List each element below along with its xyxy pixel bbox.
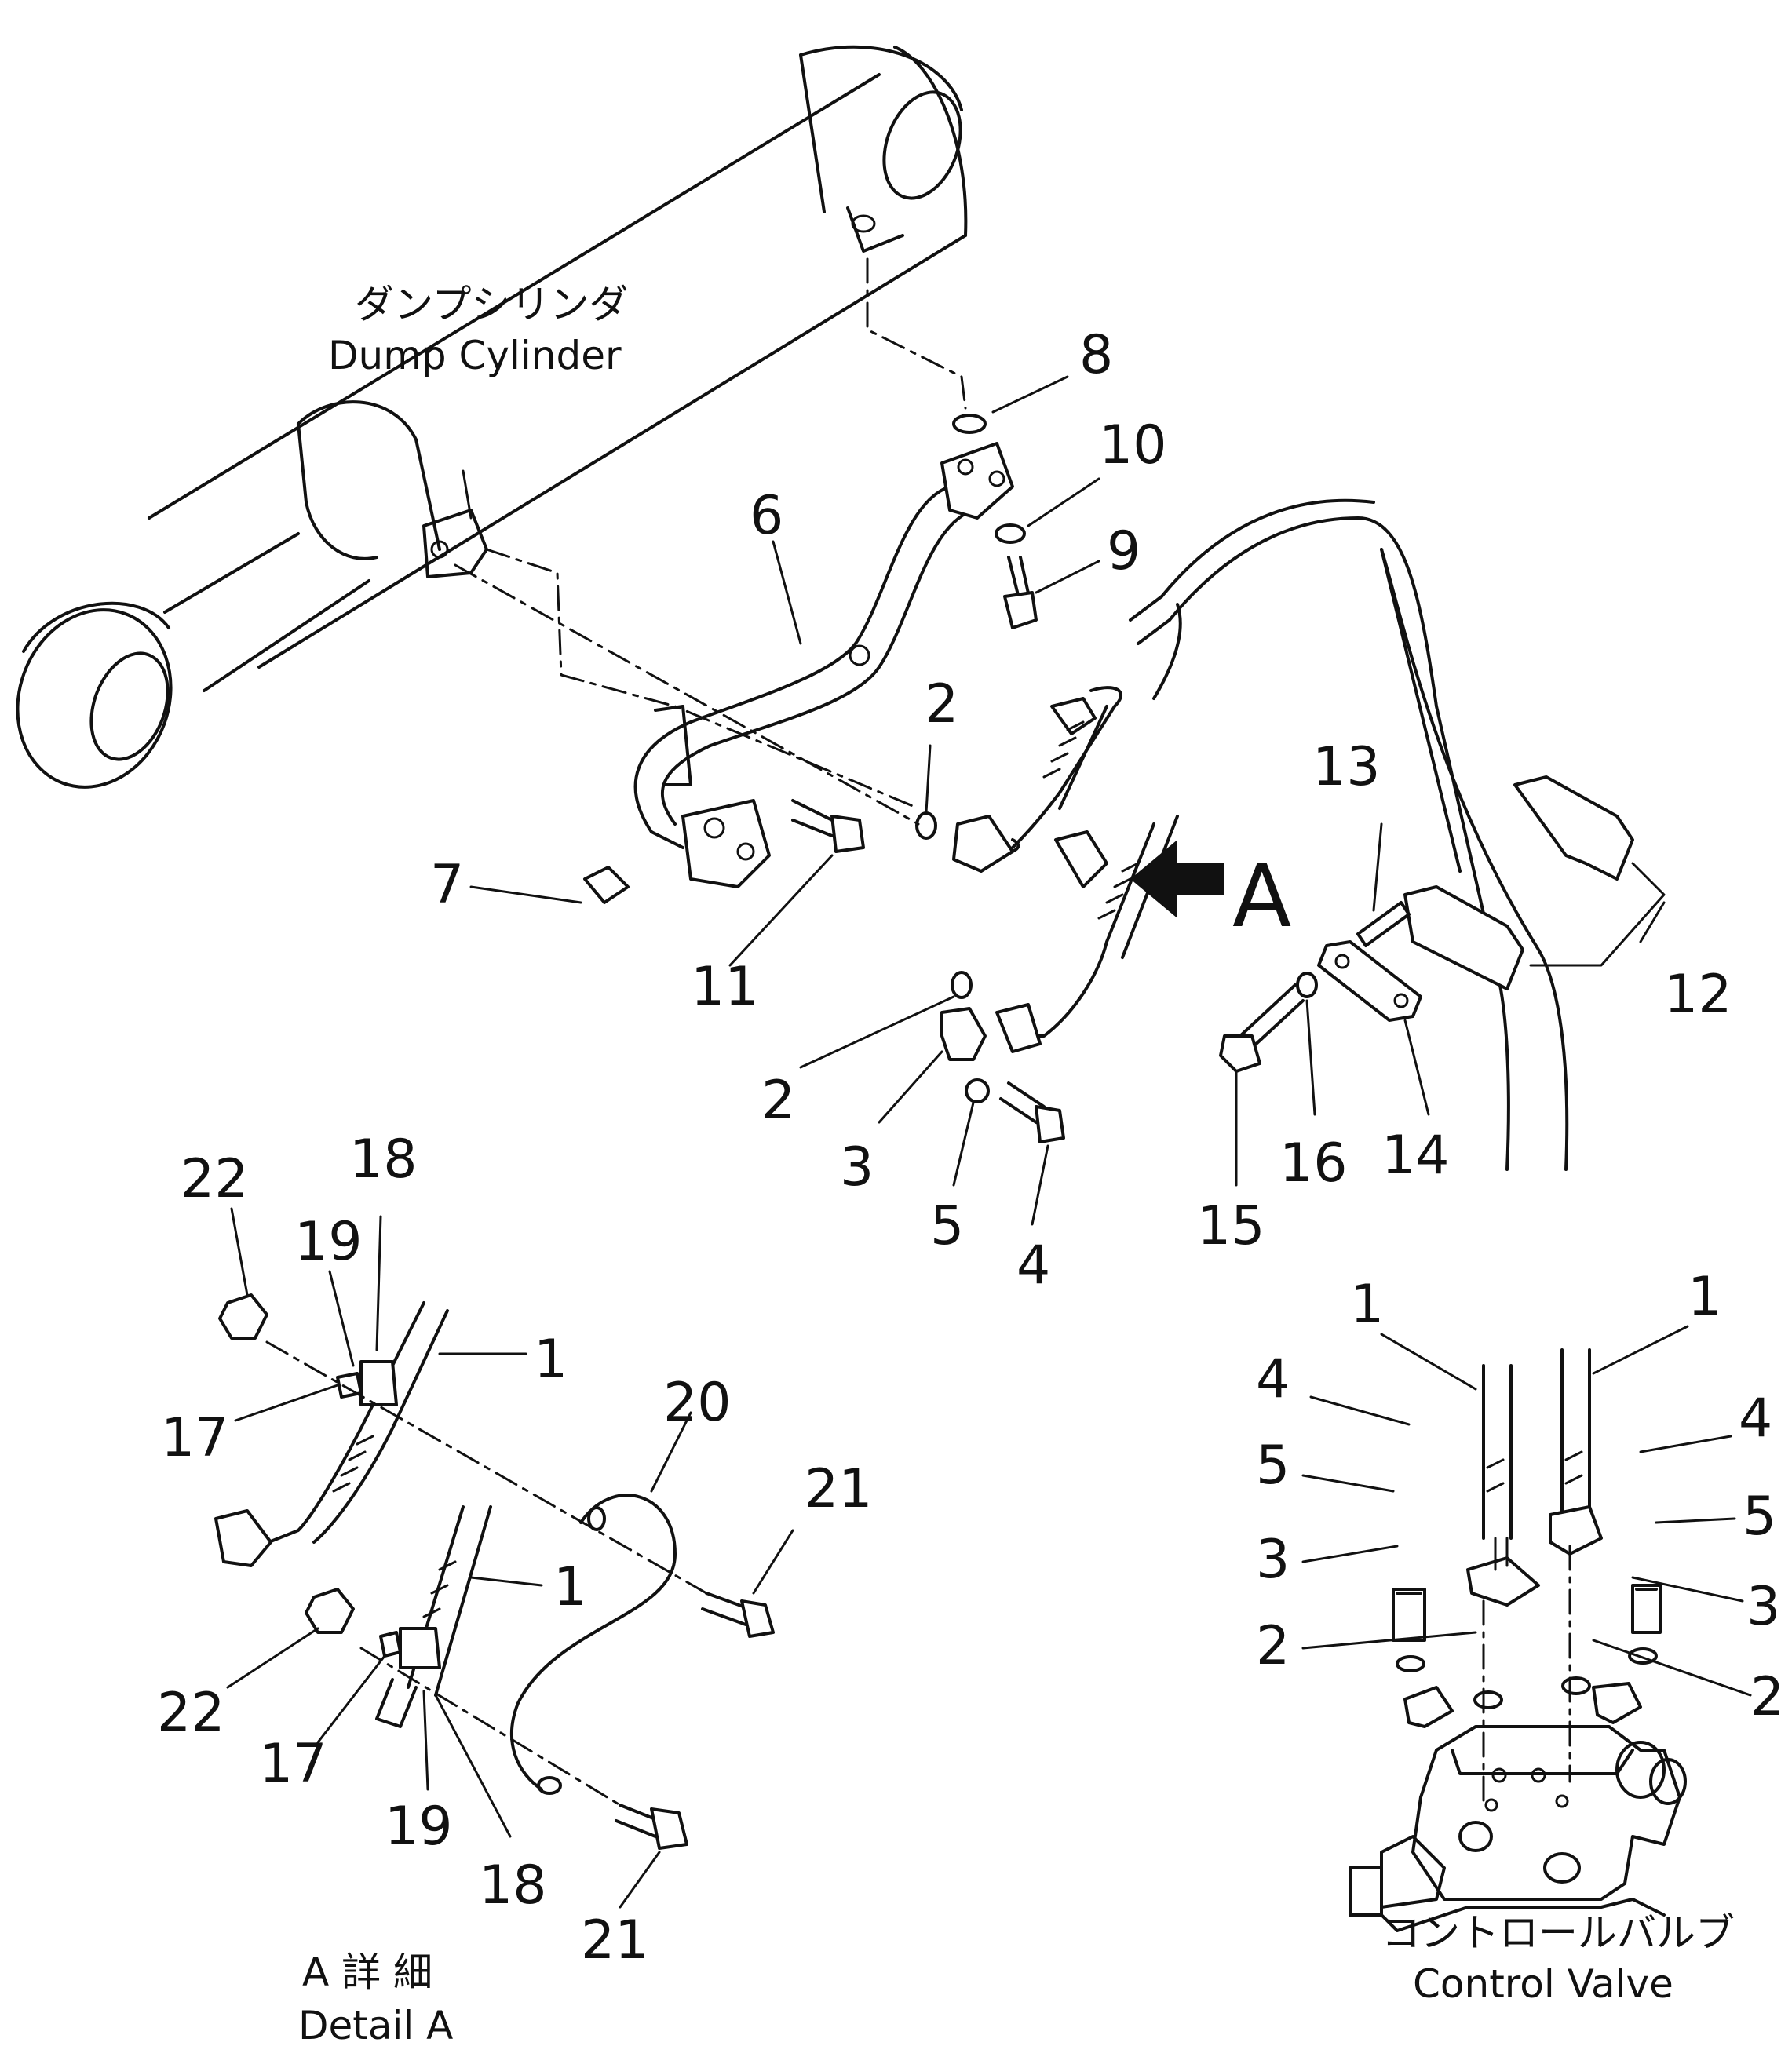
bolt-15 bbox=[1219, 983, 1305, 1073]
callout-14: 14 bbox=[1381, 1125, 1450, 1187]
control-valve bbox=[1349, 1348, 1687, 1932]
plate-14 bbox=[1317, 940, 1422, 1022]
callout-7: 7 bbox=[430, 854, 464, 916]
valve-side-parts bbox=[1392, 1584, 1662, 1728]
text-labels: ダンプシリンダ Dump Cylinder コントロールバルブ Control … bbox=[298, 282, 1735, 2048]
washer-10 bbox=[995, 523, 1026, 544]
valve-callout-1-right: 1 bbox=[1688, 1266, 1721, 1328]
bolt-11 bbox=[791, 799, 865, 853]
detail-a-en-label: Detail A bbox=[298, 2003, 453, 2048]
valve-callout-1-left: 1 bbox=[1350, 1274, 1384, 1336]
callout-12: 12 bbox=[1664, 964, 1732, 1026]
callout-15: 15 bbox=[1197, 1195, 1265, 1257]
callout-2-upper: 2 bbox=[925, 673, 958, 735]
detail-callout-21-lower: 21 bbox=[581, 1909, 649, 1971]
detail-callout-21-upper: 21 bbox=[805, 1458, 873, 1520]
view-arrow-label: A bbox=[1232, 846, 1291, 946]
pipe-6 bbox=[633, 442, 1014, 888]
o-ring-8 bbox=[952, 414, 987, 434]
bolt-9 bbox=[1003, 556, 1038, 629]
valve-callout-5-left: 5 bbox=[1256, 1435, 1290, 1497]
dump-cylinder-en-label: Dump Cylinder bbox=[328, 333, 622, 378]
plug-7 bbox=[583, 866, 630, 904]
detail-a-jp-label: A 詳 細 bbox=[302, 1949, 432, 1995]
callout-11: 11 bbox=[691, 956, 759, 1018]
detail-callout-20: 20 bbox=[663, 1372, 732, 1434]
clamp-half-3 bbox=[940, 1007, 987, 1061]
dump-cylinder bbox=[16, 45, 968, 789]
detail-callout-19-lower: 19 bbox=[385, 1796, 453, 1858]
callout-2-lower: 2 bbox=[761, 1070, 795, 1132]
detail-callout-17-lower: 17 bbox=[259, 1733, 327, 1795]
detail-callout-1-upper: 1 bbox=[534, 1329, 568, 1391]
valve-callout-2-right: 2 bbox=[1750, 1666, 1784, 1728]
detail-callout-18-lower: 18 bbox=[479, 1855, 547, 1917]
valve-callout-4-left: 4 bbox=[1256, 1348, 1290, 1410]
callout-numbers: 8 10 9 6 2 7 11 2 3 5 4 13 12 14 16 15 2… bbox=[157, 324, 1784, 1971]
callout-3: 3 bbox=[840, 1136, 874, 1198]
hose-1-upper bbox=[952, 498, 1569, 1171]
o-ring-2-upper bbox=[915, 811, 937, 840]
detail-callout-22-lower: 22 bbox=[157, 1682, 225, 1744]
detail-callout-19-upper: 19 bbox=[294, 1211, 363, 1273]
callout-10: 10 bbox=[1099, 414, 1167, 476]
washer-5 bbox=[965, 1078, 990, 1103]
view-arrow-a bbox=[1130, 840, 1224, 918]
detail-callout-18-upper: 18 bbox=[349, 1129, 418, 1191]
valve-callout-3-right: 3 bbox=[1746, 1576, 1780, 1638]
detail-callout-22-upper: 22 bbox=[181, 1148, 249, 1210]
o-ring-2-lower bbox=[951, 971, 973, 999]
callout-8: 8 bbox=[1079, 324, 1113, 386]
pin-13 bbox=[1356, 901, 1411, 947]
valve-callout-5-right: 5 bbox=[1743, 1486, 1776, 1548]
callout-5: 5 bbox=[930, 1195, 964, 1257]
clamp-12 bbox=[1403, 775, 1666, 990]
callout-9: 9 bbox=[1107, 520, 1141, 582]
detail-callout-17-upper: 17 bbox=[161, 1407, 229, 1469]
leader-lines bbox=[226, 375, 1752, 1909]
valve-callout-3-left: 3 bbox=[1256, 1529, 1290, 1591]
control-valve-jp-label: コントロールバルブ bbox=[1381, 1910, 1735, 1956]
detail-callout-1-lower: 1 bbox=[553, 1556, 587, 1618]
callout-6: 6 bbox=[750, 485, 783, 547]
valve-callout-4-right: 4 bbox=[1739, 1388, 1772, 1450]
callout-4: 4 bbox=[1016, 1235, 1050, 1297]
valve-callout-2-left: 2 bbox=[1256, 1615, 1290, 1677]
dump-cylinder-jp-label: ダンプシリンダ bbox=[355, 282, 629, 327]
control-valve-en-label: Control Valve bbox=[1413, 1961, 1673, 2007]
bolt-4 bbox=[999, 1081, 1065, 1143]
callout-13: 13 bbox=[1312, 736, 1381, 798]
callout-16: 16 bbox=[1279, 1132, 1348, 1194]
detail-a-assembly bbox=[214, 1293, 775, 1850]
washer-16 bbox=[1296, 972, 1318, 998]
